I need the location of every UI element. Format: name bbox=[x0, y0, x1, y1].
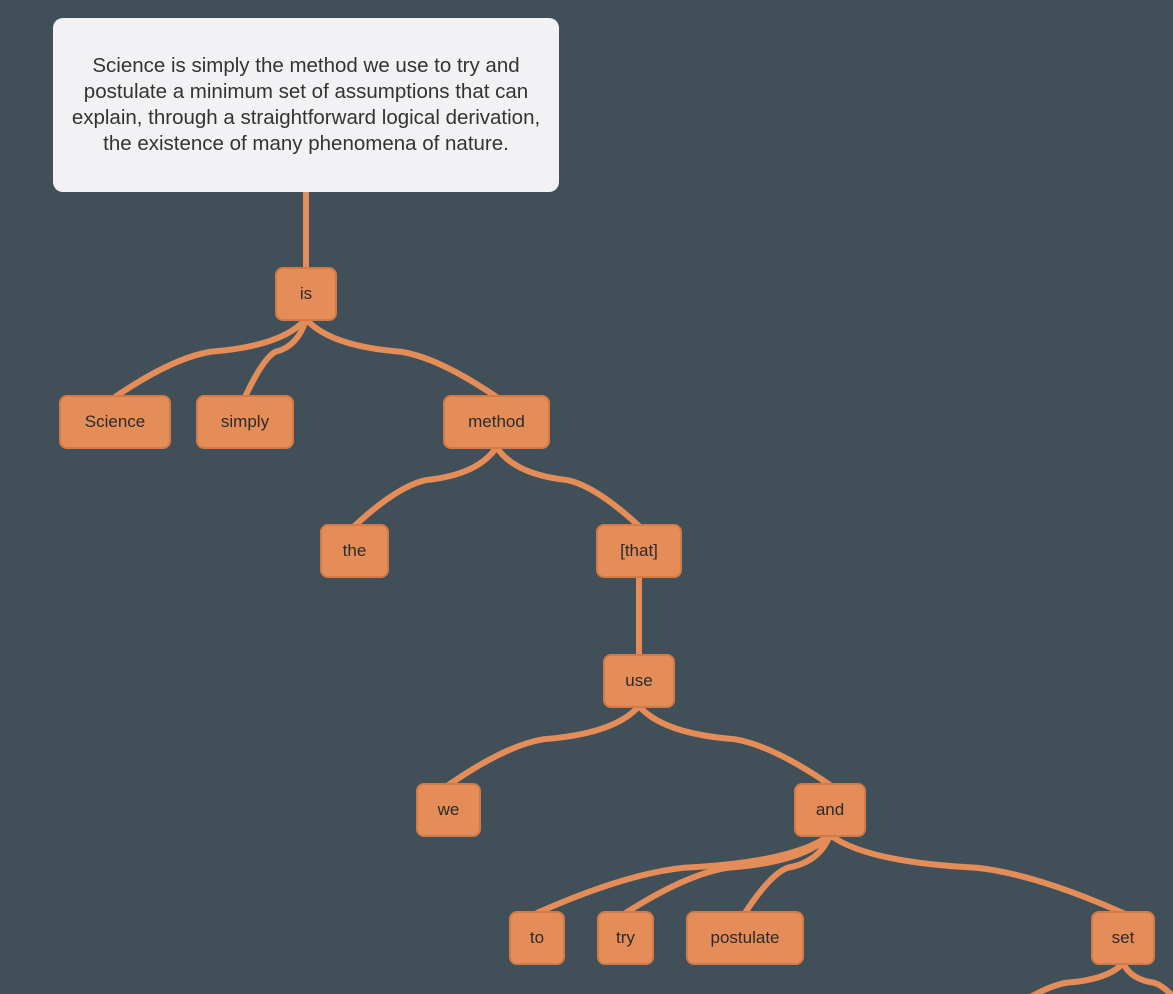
node-set[interactable]: set bbox=[1091, 911, 1155, 965]
node-use[interactable]: use bbox=[603, 654, 675, 708]
sentence-text: Science is simply the method we use to t… bbox=[71, 53, 541, 156]
node-label: simply bbox=[220, 412, 270, 431]
node-and[interactable]: and bbox=[794, 783, 866, 837]
node-simply[interactable]: simply bbox=[196, 395, 294, 449]
edge-is-science bbox=[112, 316, 309, 400]
node-to[interactable]: to bbox=[509, 911, 565, 965]
node-try[interactable]: try bbox=[597, 911, 654, 965]
node-method[interactable]: method bbox=[443, 395, 550, 449]
node-label: we bbox=[437, 800, 460, 819]
edge-and-postulate bbox=[742, 832, 833, 916]
edge-method-the bbox=[351, 444, 500, 529]
edge-use-and bbox=[636, 703, 833, 788]
edge-set-offscreen-2 bbox=[1120, 960, 1173, 994]
node-label: the bbox=[342, 541, 367, 560]
node-label: set bbox=[1111, 928, 1135, 947]
sentence-box: Science is simply the method we use to t… bbox=[53, 18, 559, 192]
node-label: use bbox=[625, 671, 653, 690]
node-label: to bbox=[529, 928, 545, 947]
node-we[interactable]: we bbox=[416, 783, 481, 837]
node-is[interactable]: is bbox=[275, 267, 337, 321]
node-label: method bbox=[468, 412, 525, 431]
node-label: is bbox=[299, 284, 313, 303]
edge-set-offscreen-1 bbox=[1029, 960, 1126, 994]
edge-method-that bbox=[493, 444, 642, 529]
node-label: Science bbox=[84, 412, 146, 431]
node-label: try bbox=[616, 928, 635, 947]
node-the[interactable]: the bbox=[320, 524, 389, 578]
node-label: postulate bbox=[710, 928, 780, 947]
node-science[interactable]: Science bbox=[59, 395, 171, 449]
node-postulate[interactable]: postulate bbox=[686, 911, 804, 965]
node-label: and bbox=[815, 800, 845, 819]
node-that[interactable]: [that] bbox=[596, 524, 682, 578]
edge-and-to bbox=[534, 832, 833, 916]
edge-and-try bbox=[622, 832, 833, 916]
edge-is-simply bbox=[242, 316, 309, 400]
edge-is-method bbox=[303, 316, 500, 400]
edge-use-we bbox=[445, 703, 642, 788]
node-label: [that] bbox=[620, 541, 658, 560]
edge-and-set bbox=[827, 832, 1126, 916]
